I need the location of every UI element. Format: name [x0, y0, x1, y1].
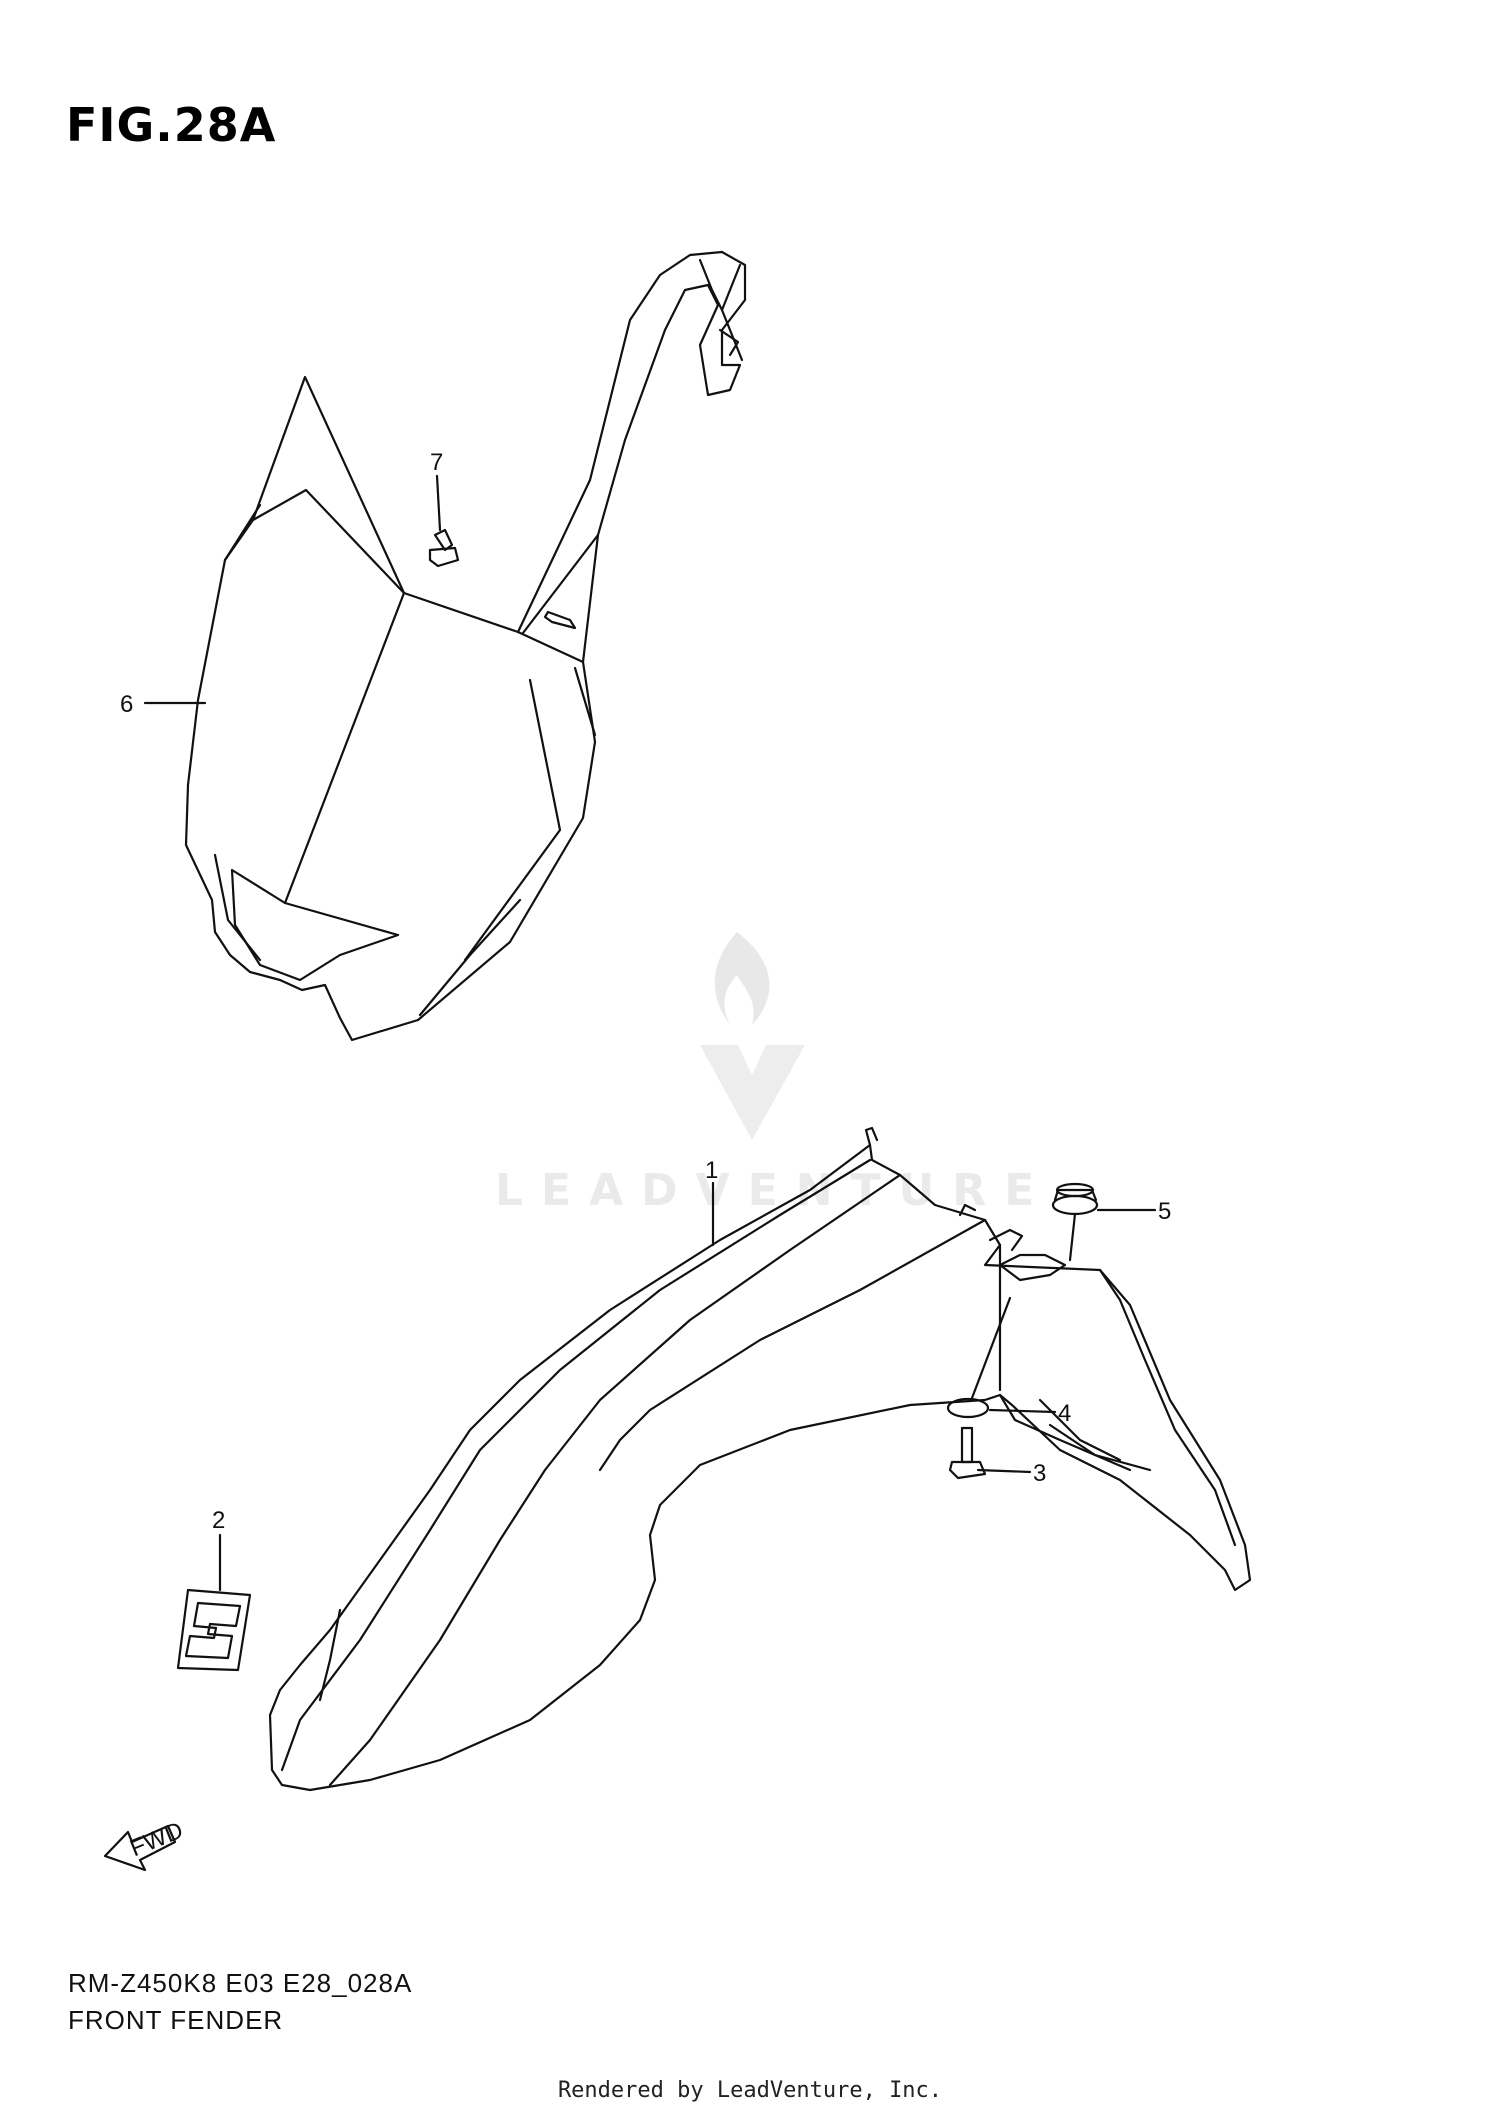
model-code: RM-Z450K8 E03 E28_028A [68, 1968, 413, 1998]
part-front-fender [268, 1126, 1252, 1792]
callout-leader-3 [976, 1468, 1032, 1474]
fwd-arrow-label: FWD [126, 1817, 187, 1863]
fwd-arrow-icon [103, 1824, 177, 1872]
callout-number-6: 6 [120, 691, 133, 718]
part-washer [946, 1296, 1012, 1419]
watermark-text: LEADVENTURE [495, 1165, 1052, 1216]
part-screw [428, 474, 460, 568]
callout-number-7: 7 [430, 449, 443, 476]
footer-credit: Rendered by LeadVenture, Inc. [557, 2078, 943, 2103]
callout-number-4: 4 [1058, 1400, 1071, 1427]
callout-number-5: 5 [1158, 1198, 1171, 1225]
part-number-plate [184, 250, 747, 1042]
diagram-caption: FRONT FENDER [68, 2005, 284, 2035]
callout-number-3: 3 [1033, 1460, 1046, 1487]
part-cushion [1051, 1182, 1099, 1262]
callout-number-1: 1 [705, 1157, 718, 1184]
part-bolt [948, 1426, 987, 1480]
figure-title: FIG.28A [66, 98, 277, 152]
part-emblem [176, 1588, 252, 1672]
watermark-flame-icon [714, 932, 770, 1025]
watermark: LEADVENTURE [495, 932, 1052, 1216]
callout-number-2: 2 [212, 1507, 225, 1534]
watermark-v-icon [700, 1045, 805, 1140]
callout-leader-4 [988, 1408, 1057, 1414]
